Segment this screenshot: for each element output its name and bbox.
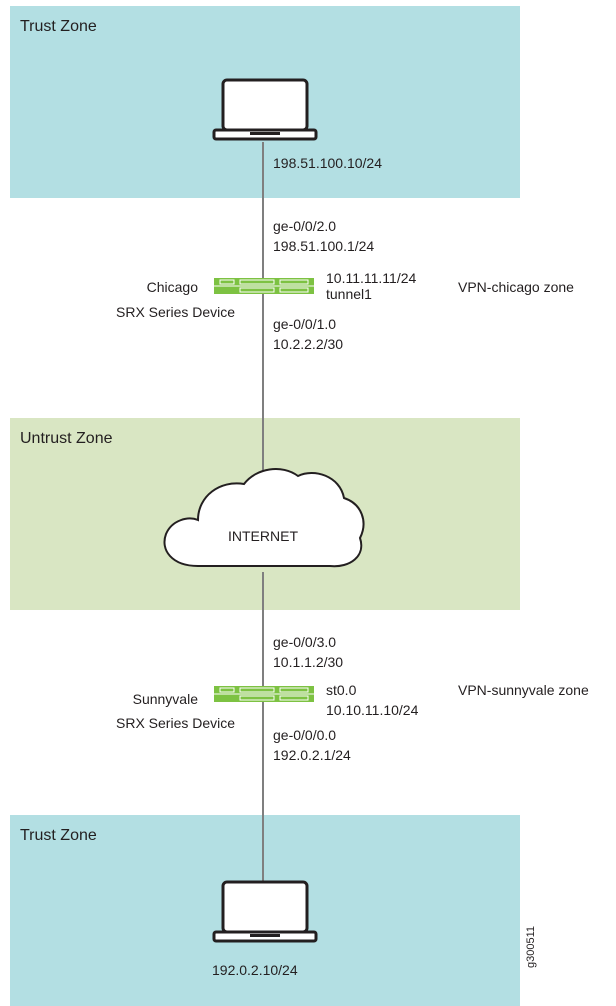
interface-ip: 10.1.1.2/30	[273, 654, 344, 670]
internet-label: INTERNET	[228, 528, 298, 544]
host-ip-bottom: 192.0.2.10/24	[212, 962, 298, 978]
chicago-name: Chicago	[146, 279, 198, 295]
tunnel-ip: 10.10.11.10/24	[326, 702, 419, 718]
chicago-type: SRX Series Device	[116, 304, 236, 320]
host-ip-top: 198.51.100.10/24	[273, 155, 382, 171]
tunnel-name: st0.0	[326, 682, 357, 698]
interface-ip: 192.0.2.1/24	[273, 747, 351, 763]
cloud-icon	[163, 468, 365, 568]
srx-device-icon	[214, 278, 314, 294]
vpn-sunnyvale-zone: VPN-sunnyvale zone	[458, 682, 589, 698]
laptop-icon	[212, 78, 318, 141]
interface-name: ge-0/0/2.0	[273, 218, 337, 234]
chicago-tunnel: 10.11.11.11/24 tunnel1	[326, 268, 416, 304]
zone-title: Trust Zone	[20, 18, 97, 35]
zone-title: Untrust Zone	[20, 430, 113, 447]
interface-name: ge-0/0/0.0	[273, 727, 337, 743]
interface-ip: 10.2.2.2/30	[273, 336, 344, 352]
sunnyvale-name: Sunnyvale	[132, 691, 198, 707]
zone-title: Trust Zone	[20, 827, 97, 844]
chicago-lower-interface: ge-0/0/1.0 10.2.2.2/30	[273, 314, 343, 354]
interface-ip: 198.51.100.1/24	[273, 238, 375, 254]
interface-name: ge-0/0/1.0	[273, 316, 337, 332]
chicago-upper-interface: ge-0/0/2.0 198.51.100.1/24	[273, 216, 374, 256]
interface-name: ge-0/0/3.0	[273, 634, 337, 650]
sunnyvale-lower-interface: ge-0/0/0.0 192.0.2.1/24	[273, 725, 351, 765]
sunnyvale-type: SRX Series Device	[116, 715, 236, 731]
sunnyvale-upper-interface: ge-0/0/3.0 10.1.1.2/30	[273, 632, 343, 672]
link-top	[262, 142, 264, 472]
figure-id: g300511	[525, 925, 537, 968]
srx-device-icon	[214, 686, 314, 702]
vpn-chicago-zone: VPN-chicago zone	[458, 279, 574, 295]
tunnel-name: tunnel1	[326, 286, 372, 302]
link-bottom	[262, 572, 264, 942]
tunnel-ip: 10.11.11.11/24	[326, 270, 417, 286]
sunnyvale-tunnel: st0.0 10.10.11.10/24	[326, 680, 418, 720]
laptop-icon	[212, 880, 318, 943]
